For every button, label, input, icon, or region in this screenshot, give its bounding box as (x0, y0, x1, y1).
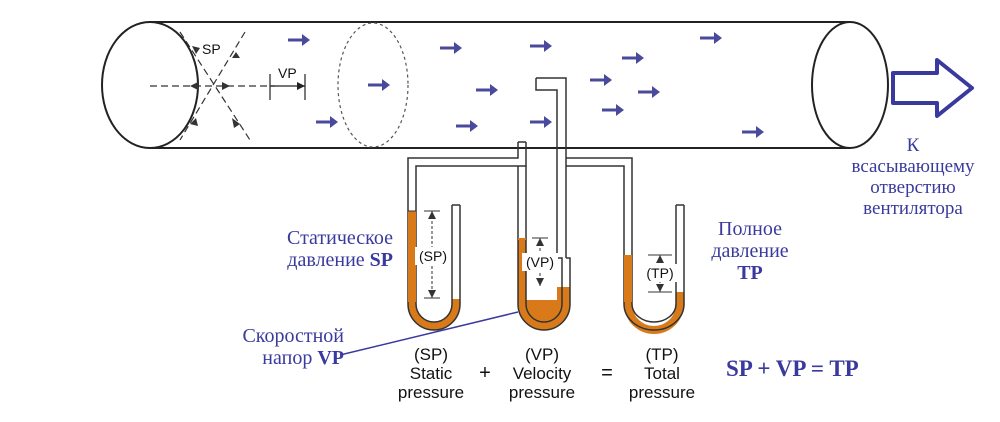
flow-arrow (530, 40, 552, 52)
tp-gauge-label: (TP) (646, 265, 673, 281)
duct (101, 21, 889, 149)
flow-arrow (440, 42, 462, 54)
equation-term-total: (TP) Total pressure (620, 345, 704, 402)
flow-arrow (288, 34, 310, 46)
flow-arrow (590, 74, 612, 86)
equation-term-abbr: (SP) (414, 345, 448, 364)
duct-body (150, 21, 850, 149)
fan-label: К всасывающему отверстию вентилятора (838, 135, 988, 219)
velocity-leader-line (339, 311, 519, 356)
total-label-abbr: TP (737, 262, 763, 284)
flow-arrows (288, 32, 764, 138)
flow-arrow (602, 104, 624, 116)
velocity-label-line1: Скоростной (242, 325, 344, 347)
flow-arrow (368, 79, 390, 91)
flow-arrow (530, 116, 552, 128)
flow-arrow (622, 52, 644, 64)
duct-left-end (101, 21, 199, 149)
equation-term-velocity: (VP) Velocity pressure (500, 345, 584, 402)
flow-arrow (456, 120, 478, 132)
total-label-line2: давление (711, 240, 789, 262)
fan-direction-arrow-icon (891, 58, 974, 118)
equation-term-line1: Static (409, 364, 453, 383)
sp-gauge-label: (SP) (419, 248, 447, 264)
fan-label-line2: всасывающему (851, 156, 975, 177)
static-pressure-rays (150, 31, 275, 141)
flow-arrow (476, 84, 498, 96)
equation-term-abbr: (TP) (645, 345, 679, 364)
duct-cross-section (337, 22, 409, 148)
velocity-label-line2: напор (262, 347, 313, 369)
static-pressure-label: Статическое давление SP (258, 227, 393, 271)
static-label-line2: давление (287, 249, 365, 271)
equation-equals: = (601, 362, 613, 384)
flow-arrow (742, 126, 764, 138)
fan-label-line4: вентилятора (863, 198, 963, 219)
fan-label-line3: отверстию (870, 177, 956, 198)
equation-term-static: (SP) Static pressure (390, 345, 472, 402)
sp-manometer: (SP) (407, 204, 461, 331)
vp-gauge-label: (VP) (526, 254, 554, 270)
duct-right-end (811, 21, 889, 149)
total-label-line1: Полное (718, 218, 782, 240)
total-pressure-label: Полное давление TP (700, 218, 800, 284)
vp-manometer: (VP) (517, 237, 571, 331)
equation-term-abbr: (VP) (525, 345, 559, 364)
velocity-label-abbr: VP (317, 347, 344, 369)
static-pressure-ray-arrows (190, 46, 240, 128)
equation-term-line2: pressure (628, 383, 696, 402)
velocity-pressure-label: Скоростной напор VP (222, 325, 344, 369)
equation-summary: SP + VP = TP (726, 356, 859, 381)
equation-plus: + (479, 362, 491, 384)
static-label-line1: Статическое (287, 227, 393, 249)
flow-arrow (638, 86, 660, 98)
duct-sp-label: SP (202, 41, 221, 57)
pitot-tube (535, 77, 567, 258)
equation-term-line1: Velocity (512, 364, 572, 383)
flow-arrow (316, 116, 338, 128)
equation-term-line2: pressure (508, 383, 576, 402)
flow-arrow (700, 32, 722, 44)
duct-vp-label: VP (278, 65, 297, 81)
tp-manometer: (TP) (623, 204, 685, 334)
equation-term-line2: pressure (397, 383, 465, 402)
equation-term-line1: Total (644, 364, 680, 383)
static-label-abbr: SP (369, 249, 393, 271)
fan-label-line1: К (906, 135, 920, 156)
